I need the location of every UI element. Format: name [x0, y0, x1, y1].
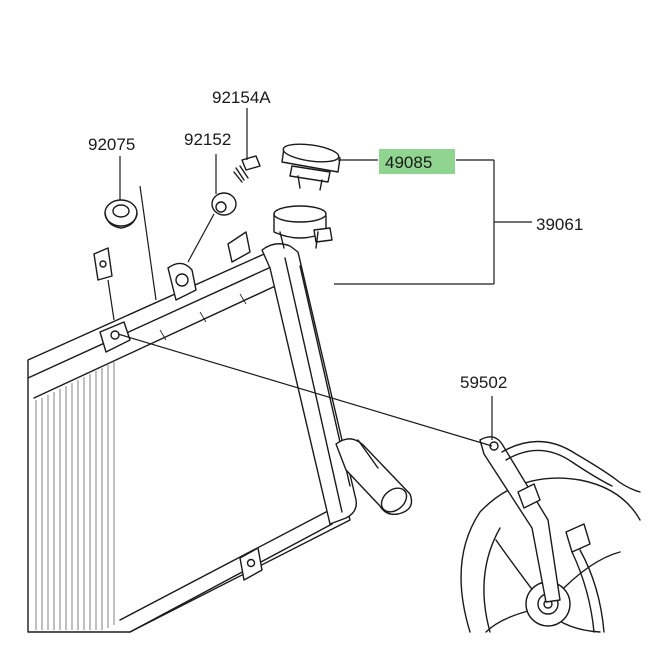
label-92152[interactable]: 92152	[184, 130, 231, 149]
part-labels: 92154A 92075 92152 49085 39061 59502	[88, 88, 583, 392]
radiator-fins	[35, 362, 115, 630]
label-39061[interactable]: 39061	[536, 215, 583, 234]
radiator-cap[interactable]	[281, 141, 341, 191]
grommet-part[interactable]	[104, 199, 138, 229]
cooling-fan-assembly[interactable]	[460, 436, 641, 633]
label-49085[interactable]: 49085	[385, 153, 432, 172]
label-92075[interactable]: 92075	[88, 135, 135, 154]
label-92154a[interactable]: 92154A	[212, 88, 271, 107]
leader-lines	[107, 108, 532, 447]
highlight-box-49085	[379, 149, 455, 174]
clip-nut-part[interactable]	[93, 247, 113, 281]
radiator-assembly[interactable]	[27, 205, 413, 633]
label-59502[interactable]: 59502	[460, 373, 507, 392]
collar-part[interactable]	[211, 192, 237, 216]
